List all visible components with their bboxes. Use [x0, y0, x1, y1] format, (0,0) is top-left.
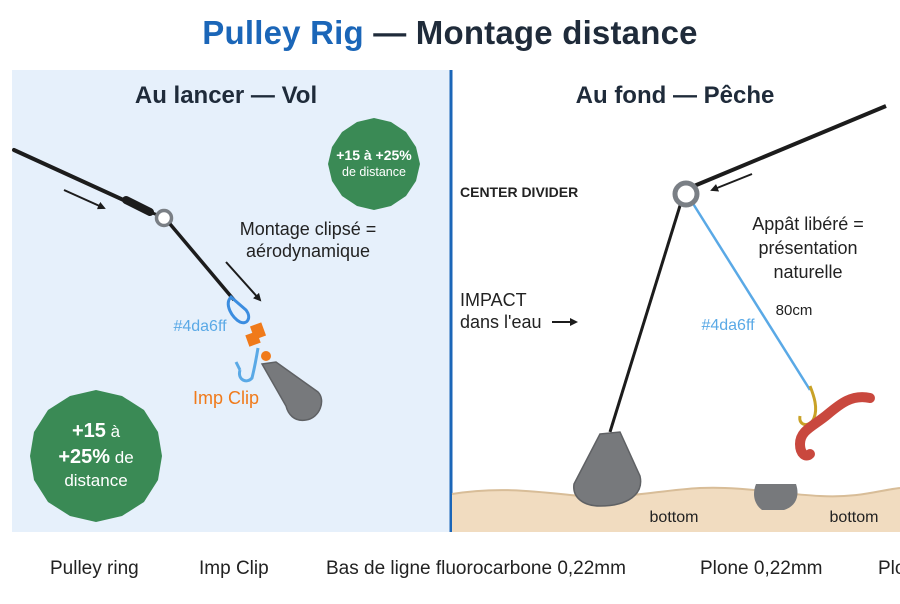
distance-badge-small: [328, 118, 420, 210]
pulley-ring: [154, 208, 174, 228]
left-hook: [237, 347, 260, 383]
clip-note-line1: Montage clipsé =: [240, 219, 377, 239]
center-divider-label: CENTER DIVIDER: [460, 184, 578, 200]
left-panel-heading: Au lancer — Vol: [135, 82, 317, 109]
sand-edge: [451, 486, 900, 498]
page-title: Pulley Rig — Montage distance: [0, 14, 900, 52]
badge-big-line3: distance: [64, 471, 127, 490]
line-arrow-right: [710, 173, 753, 192]
badge-big-line2-b: de: [110, 448, 134, 467]
leader-length-label: 80cm: [776, 302, 813, 319]
badge-big-line2-a: +25%: [58, 446, 110, 468]
pulley-ring-right: [672, 180, 700, 208]
rig-illustration: Au lancer — Vol Au fond — Pêche +15 à +2…: [12, 70, 900, 532]
badge-big-line1: +15 à: [72, 420, 121, 442]
bait-note-line1: Appât libéré =: [752, 214, 864, 234]
main-line: [12, 148, 132, 205]
left-hook-barb: [234, 361, 242, 371]
badge-big-line1-a: +15: [72, 420, 106, 442]
hook-right: [798, 385, 818, 426]
leader-color-label-left: #4da6ff: [173, 318, 227, 335]
main-line-right: [693, 104, 887, 188]
fluoro-leader-right: [690, 201, 812, 391]
legend-item-pulley-ring: Pulley ring: [50, 558, 139, 579]
legend-item-imp-clip: Imp Clip: [199, 558, 269, 579]
lead-weight-right: [573, 431, 642, 507]
legend-bar: Pulley ring Imp Clip Bas de ligne fluoro…: [0, 552, 900, 586]
right-panel-heading: Au fond — Pêche: [576, 82, 775, 109]
distance-badge-big: [30, 390, 162, 522]
badge-small-line2: de distance: [342, 165, 406, 179]
title-accent: Pulley Rig: [202, 14, 364, 51]
legend-item-fluoro-leader: Bas de ligne fluorocarbone 0,22mm: [326, 558, 626, 579]
badge-big-line1-b: à: [106, 422, 121, 441]
badge-big-line2: +25% de: [58, 446, 133, 468]
bait-worm: [794, 392, 875, 461]
flight-arrow-1: [63, 189, 106, 210]
impact-label-line1: IMPACT: [460, 290, 527, 310]
legend-item-truncated: Plo: [878, 558, 900, 579]
title-rest: — Montage distance: [363, 14, 698, 51]
bait-note-line2: présentation: [758, 238, 857, 258]
leader-color-label-right: #4da6ff: [701, 317, 755, 334]
bait-note-line3: naturelle: [773, 262, 842, 282]
legend-item-plone: Plone 0,22mm: [700, 558, 823, 579]
bottom-label-1: bottom: [650, 509, 699, 526]
lead-bead: [261, 351, 271, 361]
right-panel-background: [452, 70, 900, 532]
lead-weight-partial: [754, 484, 798, 510]
bottom-label-2: bottom: [830, 509, 879, 526]
line-to-lead: [168, 222, 236, 302]
clip-note-line2: aérodynamique: [246, 241, 370, 261]
line-to-lead-right: [608, 195, 685, 433]
swivel: [122, 196, 154, 216]
impact-label-line2: dans l'eau: [460, 312, 542, 332]
snap-link: [226, 294, 251, 325]
imp-clip-label: Imp Clip: [193, 388, 259, 408]
imp-clip-bottom: [245, 331, 261, 347]
flight-arrow-2: [225, 261, 262, 302]
lead-weight-left: [260, 361, 323, 422]
badge-small-line1: +15 à +25%: [336, 147, 412, 163]
